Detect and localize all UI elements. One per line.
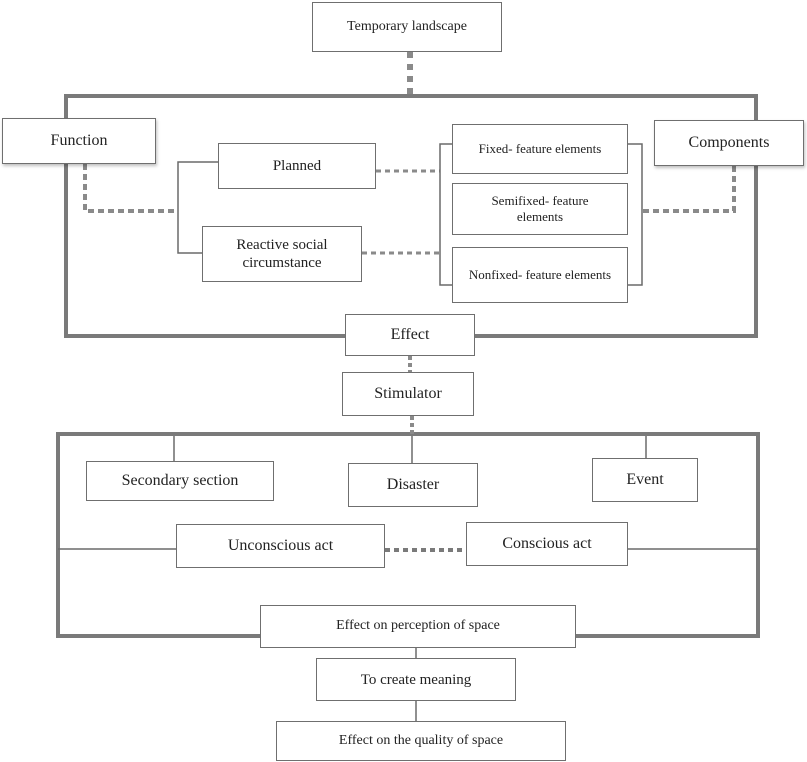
bracket-elements-left <box>439 143 452 286</box>
event-box: Event <box>592 458 698 502</box>
effect-on-quality-box: Effect on the quality of space <box>276 721 566 761</box>
reactive-social-circumstance-box: Reactive social circumstance <box>202 226 362 282</box>
effect-on-perception-box: Effect on perception of space <box>260 605 576 648</box>
upper-section-frame <box>64 94 758 338</box>
components-box: Components <box>654 120 804 166</box>
unconscious-act-box: Unconscious act <box>176 524 385 568</box>
connector-components-bracket <box>642 166 736 213</box>
stimulator-box: Stimulator <box>342 372 474 416</box>
bracket-function-types <box>177 161 218 254</box>
conscious-act-box: Conscious act <box>466 522 628 566</box>
effect-box: Effect <box>345 314 475 356</box>
nonfixed-feature-elements-box: Nonfixed- feature elements <box>452 247 628 303</box>
secondary-section-box: Secondary section <box>86 461 274 501</box>
function-box: Function <box>2 118 156 164</box>
temporary-landscape-box: Temporary landscape <box>312 2 502 52</box>
connector-function-bracket <box>83 164 178 213</box>
semifixed-feature-elements-box: Semifixed- feature elements <box>452 183 628 235</box>
disaster-box: Disaster <box>348 463 478 507</box>
fixed-feature-elements-box: Fixed- feature elements <box>452 124 628 174</box>
create-meaning-box: To create meaning <box>316 658 516 701</box>
planned-box: Planned <box>218 143 376 189</box>
bracket-elements-right <box>628 143 643 286</box>
